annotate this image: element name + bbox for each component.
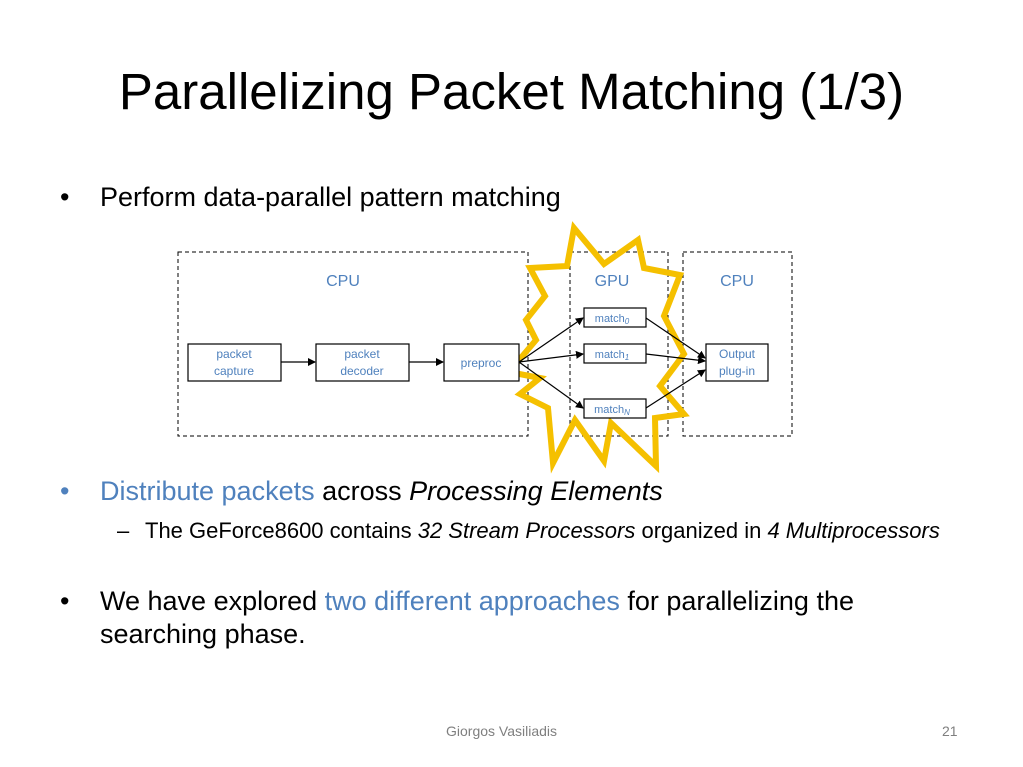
cpu-left-region (177, 251, 529, 437)
packet-decoder-line1: packet (344, 347, 380, 361)
distribute-highlight: Distribute packets (100, 476, 315, 506)
bullet-dot: • (60, 586, 70, 616)
cpu-right-region (682, 251, 793, 437)
bullet-dot: • (60, 476, 70, 506)
match1-box (583, 343, 647, 364)
approaches-text: We have explored two different approache… (100, 586, 854, 649)
distribute-italic: Processing Elements (409, 476, 663, 506)
preproc-box (443, 343, 520, 382)
match0-box (583, 307, 647, 328)
footer-author: Giorgos Vasiliadis (446, 723, 558, 739)
output-plugin-box (705, 343, 769, 382)
gpu-label: GPU (595, 273, 630, 290)
slide-title: Parallelizing Packet Matching (1/3) (118, 63, 905, 120)
bullet-distribute: • Distribute packets across Processing El… (60, 474, 663, 508)
arrow-match0-to-output (645, 317, 706, 359)
approaches-highlight: two different approaches (324, 586, 620, 616)
arrow-matchN-to-output (645, 369, 706, 409)
arrow-preproc-to-match0 (518, 317, 584, 363)
bullet-approaches: • We have explored two different approac… (60, 585, 960, 649)
output-plugin-line1: Output (719, 347, 756, 361)
cpu-right-label: CPU (720, 273, 754, 290)
preproc-label: preproc (461, 356, 502, 370)
sub-bullet-text: The GeForce8600 contains 32 Stream Proce… (145, 518, 940, 543)
cpu-left-label: CPU (326, 273, 360, 290)
output-plugin-line2: plug-in (719, 364, 755, 378)
sub-bullet-dash: – (117, 518, 130, 543)
arrow-preproc-to-matchN (518, 361, 584, 409)
packet-capture-line1: packet (216, 347, 252, 361)
matchN-box (583, 398, 647, 419)
arrow-match1-to-output (645, 353, 706, 365)
bullet-text: Perform data-parallel pattern matching (100, 182, 561, 212)
gpu-burst-highlight (503, 221, 690, 474)
arrow-preproc-to-match1 (518, 350, 584, 363)
packet-capture-line2: capture (214, 364, 254, 378)
bullet-dot: • (60, 182, 70, 212)
matchN-label: matchN (594, 404, 630, 417)
packet-decoder-line2: decoder (340, 364, 383, 378)
match1-label: match1 (595, 349, 629, 362)
match0-label: match0 (595, 313, 630, 326)
distribute-middle: across (314, 476, 410, 506)
page-number: 21 (942, 723, 958, 739)
bullet-data-parallel: • Perform data-parallel pattern matching (60, 180, 561, 214)
